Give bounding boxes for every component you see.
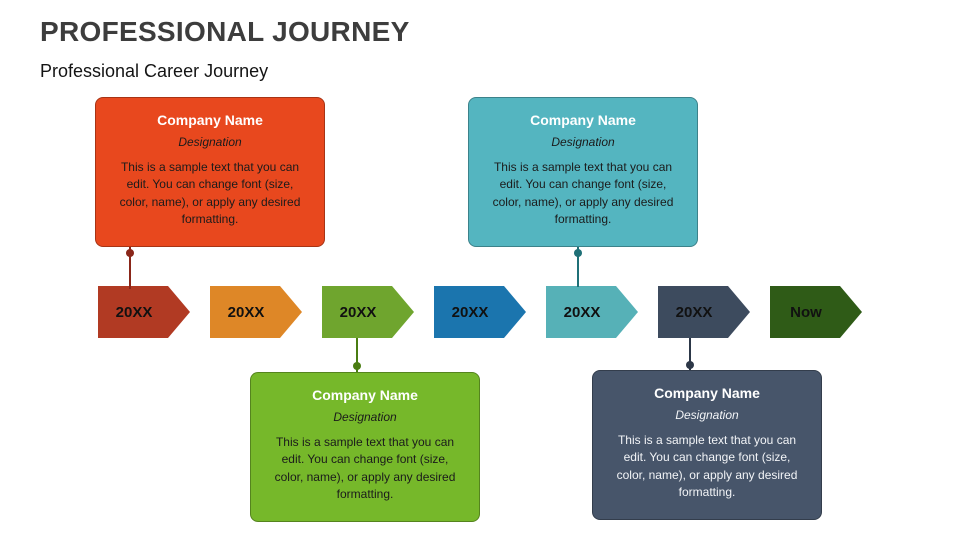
company-card-bottom-right: Company Name Designation This is a sampl… <box>592 370 822 520</box>
card-title: Company Name <box>530 112 636 128</box>
timeline-year-label-6: 20XX <box>675 303 713 321</box>
card-body: This is a sample text that you can edit.… <box>274 435 456 502</box>
connector-dot-1 <box>126 249 134 257</box>
company-card-top-left: Company Name Designation This is a sampl… <box>95 97 325 247</box>
timeline-year-label-3: 20XX <box>339 303 377 321</box>
connector-dot-4 <box>686 361 694 369</box>
card-body: This is a sample text that you can edit.… <box>616 433 798 500</box>
card-body: This is a sample text that you can edit.… <box>492 160 674 227</box>
timeline-arrow-3: 20XX <box>322 286 414 338</box>
timeline-year-label-1: 20XX <box>115 303 153 321</box>
timeline-arrow-4: 20XX <box>434 286 526 338</box>
timeline-arrow-2: 20XX <box>210 286 302 338</box>
timeline-arrow-6: 20XX <box>658 286 750 338</box>
card-title: Company Name <box>157 112 263 128</box>
timeline-arrow-1: 20XX <box>98 286 190 338</box>
connector-dot-3 <box>353 362 361 370</box>
timeline-now-label: Now <box>790 303 822 321</box>
card-title: Company Name <box>654 385 760 401</box>
connector-dot-2 <box>574 249 582 257</box>
connector-line-3 <box>353 338 361 372</box>
timeline-arrow-5: 20XX <box>546 286 638 338</box>
timeline-year-label-2: 20XX <box>227 303 265 321</box>
card-designation: Designation <box>178 135 242 149</box>
company-card-bottom-left: Company Name Designation This is a sampl… <box>250 372 480 522</box>
connector-line-1 <box>126 247 134 289</box>
connector-line-2 <box>574 247 582 287</box>
company-card-top-right: Company Name Designation This is a sampl… <box>468 97 698 247</box>
card-designation: Designation <box>675 408 739 422</box>
timeline-year-label-5: 20XX <box>563 303 601 321</box>
timeline-arrow-now: Now <box>770 286 862 338</box>
timeline-year-label-4: 20XX <box>451 303 489 321</box>
card-designation: Designation <box>333 410 397 424</box>
card-designation: Designation <box>551 135 615 149</box>
card-body: This is a sample text that you can edit.… <box>119 160 301 227</box>
card-title: Company Name <box>312 387 418 403</box>
slide-title: PROFESSIONAL JOURNEY <box>40 16 410 47</box>
connector-line-4 <box>686 338 694 371</box>
slide-subtitle: Professional Career Journey <box>40 61 269 81</box>
